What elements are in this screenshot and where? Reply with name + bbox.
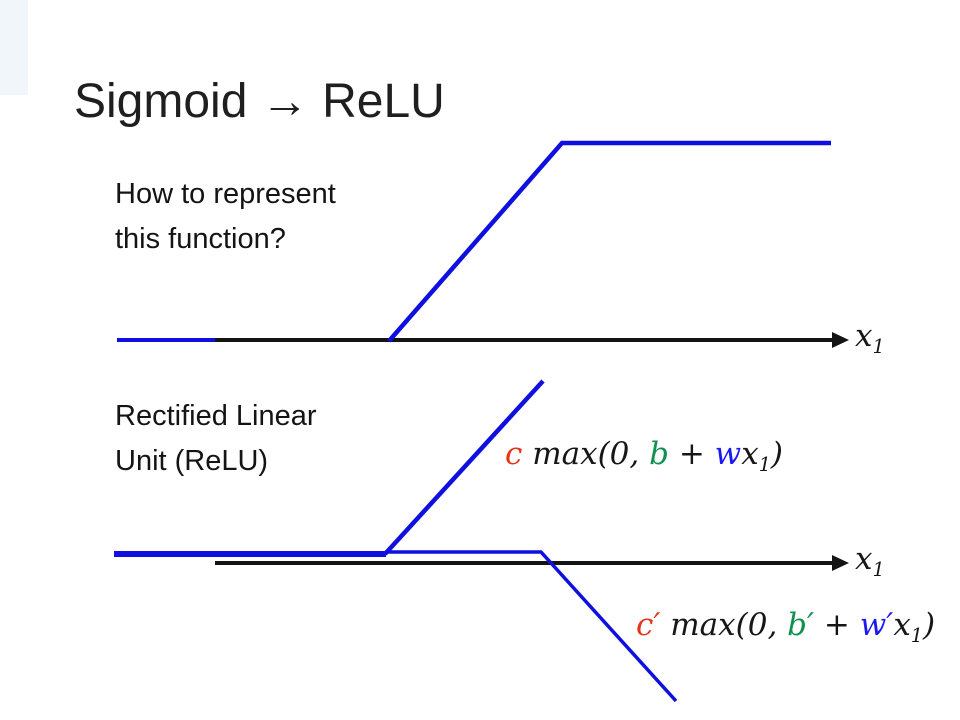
hard-sigmoid-curve — [387, 140, 831, 343]
relu-formula-1: c max(0, b + wx1) — [505, 436, 784, 477]
corner-highlight-artifact — [0, 0, 28, 95]
top-axis-arrowhead-icon — [832, 332, 849, 348]
relu-caption-text: Rectified Linear Unit (ReLU) — [115, 400, 317, 477]
top-axis-label-x1: x1 — [855, 318, 885, 359]
relu-descending-curve — [385, 550, 678, 703]
question-text: How to represent this function? — [115, 178, 336, 255]
slide-title: Sigmoid → ReLU — [74, 75, 445, 128]
relu-rising-curve — [383, 379, 545, 556]
bottom-axis-arrowhead-icon — [832, 555, 849, 571]
relu-formula-2: c′ max(0, b′ + w′x1) — [636, 607, 936, 648]
bottom-axis-label-x1: x1 — [855, 541, 885, 582]
